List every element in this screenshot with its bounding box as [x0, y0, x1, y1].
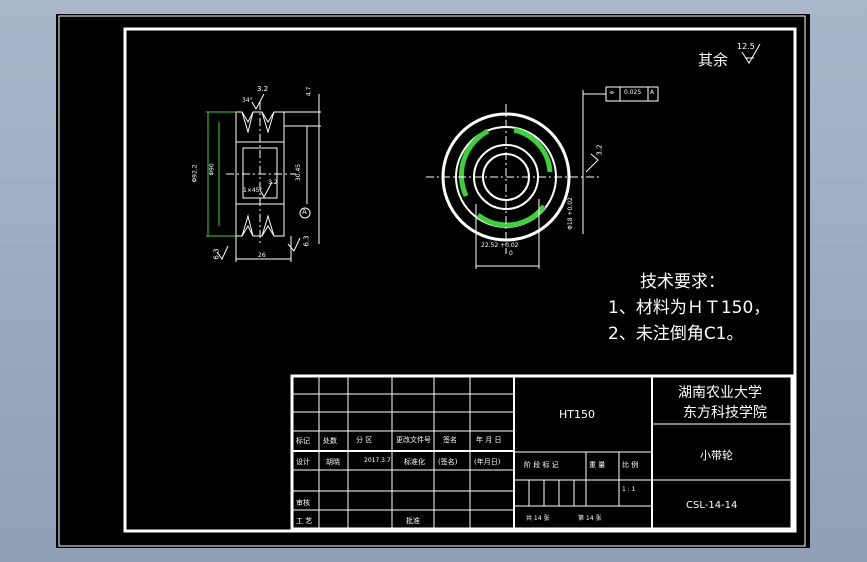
- drawing-canvas: [58, 15, 806, 547]
- scale-value: 1 : 1: [622, 486, 636, 493]
- dim-diameter-outer: Φ92.2: [191, 164, 199, 183]
- label-date: 年 月 日: [476, 436, 502, 444]
- tech-req-line-1: 1、材料为ＨＴ150，: [608, 298, 771, 318]
- label-design: 设计: [296, 458, 310, 466]
- dim-chamfer: 1×45°: [243, 187, 263, 194]
- inner-frame: [123, 27, 797, 533]
- pulley-front-view: [426, 86, 659, 269]
- dim-diameter-inner: Φ90: [208, 163, 216, 176]
- dim-keyway: 22.52 +0.02: [481, 242, 519, 249]
- dim-rough-top: 3.2: [257, 85, 269, 93]
- design-date: 2017.3.7: [364, 457, 391, 464]
- part-name: 小带轮: [700, 449, 733, 462]
- dim-bottom-rough-left: 6.3: [212, 248, 221, 260]
- designer-name: 胡晓: [326, 458, 340, 466]
- label-stage: 阶 段 标 记: [524, 461, 559, 469]
- label-date2: (年月日): [474, 458, 501, 466]
- label-count: 处数: [323, 437, 337, 445]
- dim-bottom-rough-right: 6.3: [302, 235, 311, 247]
- roughness-note: 其余: [698, 51, 729, 69]
- tech-req-line-2: 2、未注倒角C1。: [608, 324, 744, 344]
- roughness-value: 12.5: [737, 42, 755, 51]
- dim-height-right-top: 4.7: [305, 86, 313, 97]
- label-process: 工 艺: [296, 517, 313, 525]
- label-scale: 比 例: [622, 461, 639, 469]
- dim-rough-right: 3.2: [595, 144, 604, 156]
- label-mark: 标记: [296, 437, 310, 445]
- sheet-no: 第 14 张: [578, 515, 602, 522]
- label-approve: 批准: [406, 517, 420, 525]
- label-review: 审核: [296, 499, 310, 507]
- material: HT150: [559, 408, 595, 421]
- pulley-side-view: [206, 93, 321, 262]
- label-standardize: 标准化: [404, 458, 425, 466]
- label-sign: 签名: [443, 436, 457, 444]
- label-weight: 重 量: [589, 461, 606, 469]
- tolerance-datum: A: [650, 89, 655, 96]
- dim-keyway-lower: 0: [509, 250, 513, 257]
- datum-label: A: [302, 208, 307, 216]
- roughness-symbol-icon: [741, 43, 761, 64]
- title-block-grid: [290, 374, 794, 531]
- label-zone: 分 区: [356, 436, 373, 444]
- dim-bottom-width: 26: [258, 252, 266, 259]
- dim-rough-mid: 3.2: [268, 179, 278, 186]
- tech-req-title: 技术要求：: [640, 272, 725, 292]
- tolerance-value: 0.025: [624, 89, 642, 96]
- cad-viewport[interactable]: 其余 12.5 技术要求： 1、材料为ＨＴ150， 2、未注倒角C1。 3.2 …: [56, 14, 810, 548]
- label-change-doc: 更改文件号: [396, 436, 431, 444]
- drawing-no: CSL-14-14: [686, 500, 738, 511]
- sheets-total: 共 14 张: [526, 515, 550, 522]
- dim-width-right: 30.45: [295, 163, 303, 182]
- tolerance-symbol: ⌯: [609, 88, 615, 96]
- label-sign2: (签名): [438, 458, 458, 466]
- school-line-2: 东方科技学院: [683, 405, 767, 421]
- school-line-1: 湖南农业大学: [678, 385, 762, 401]
- outer-frame: [58, 15, 806, 547]
- dim-angle-top: 34°: [242, 97, 253, 104]
- dim-bore: Φ18 +0.02: [566, 197, 574, 230]
